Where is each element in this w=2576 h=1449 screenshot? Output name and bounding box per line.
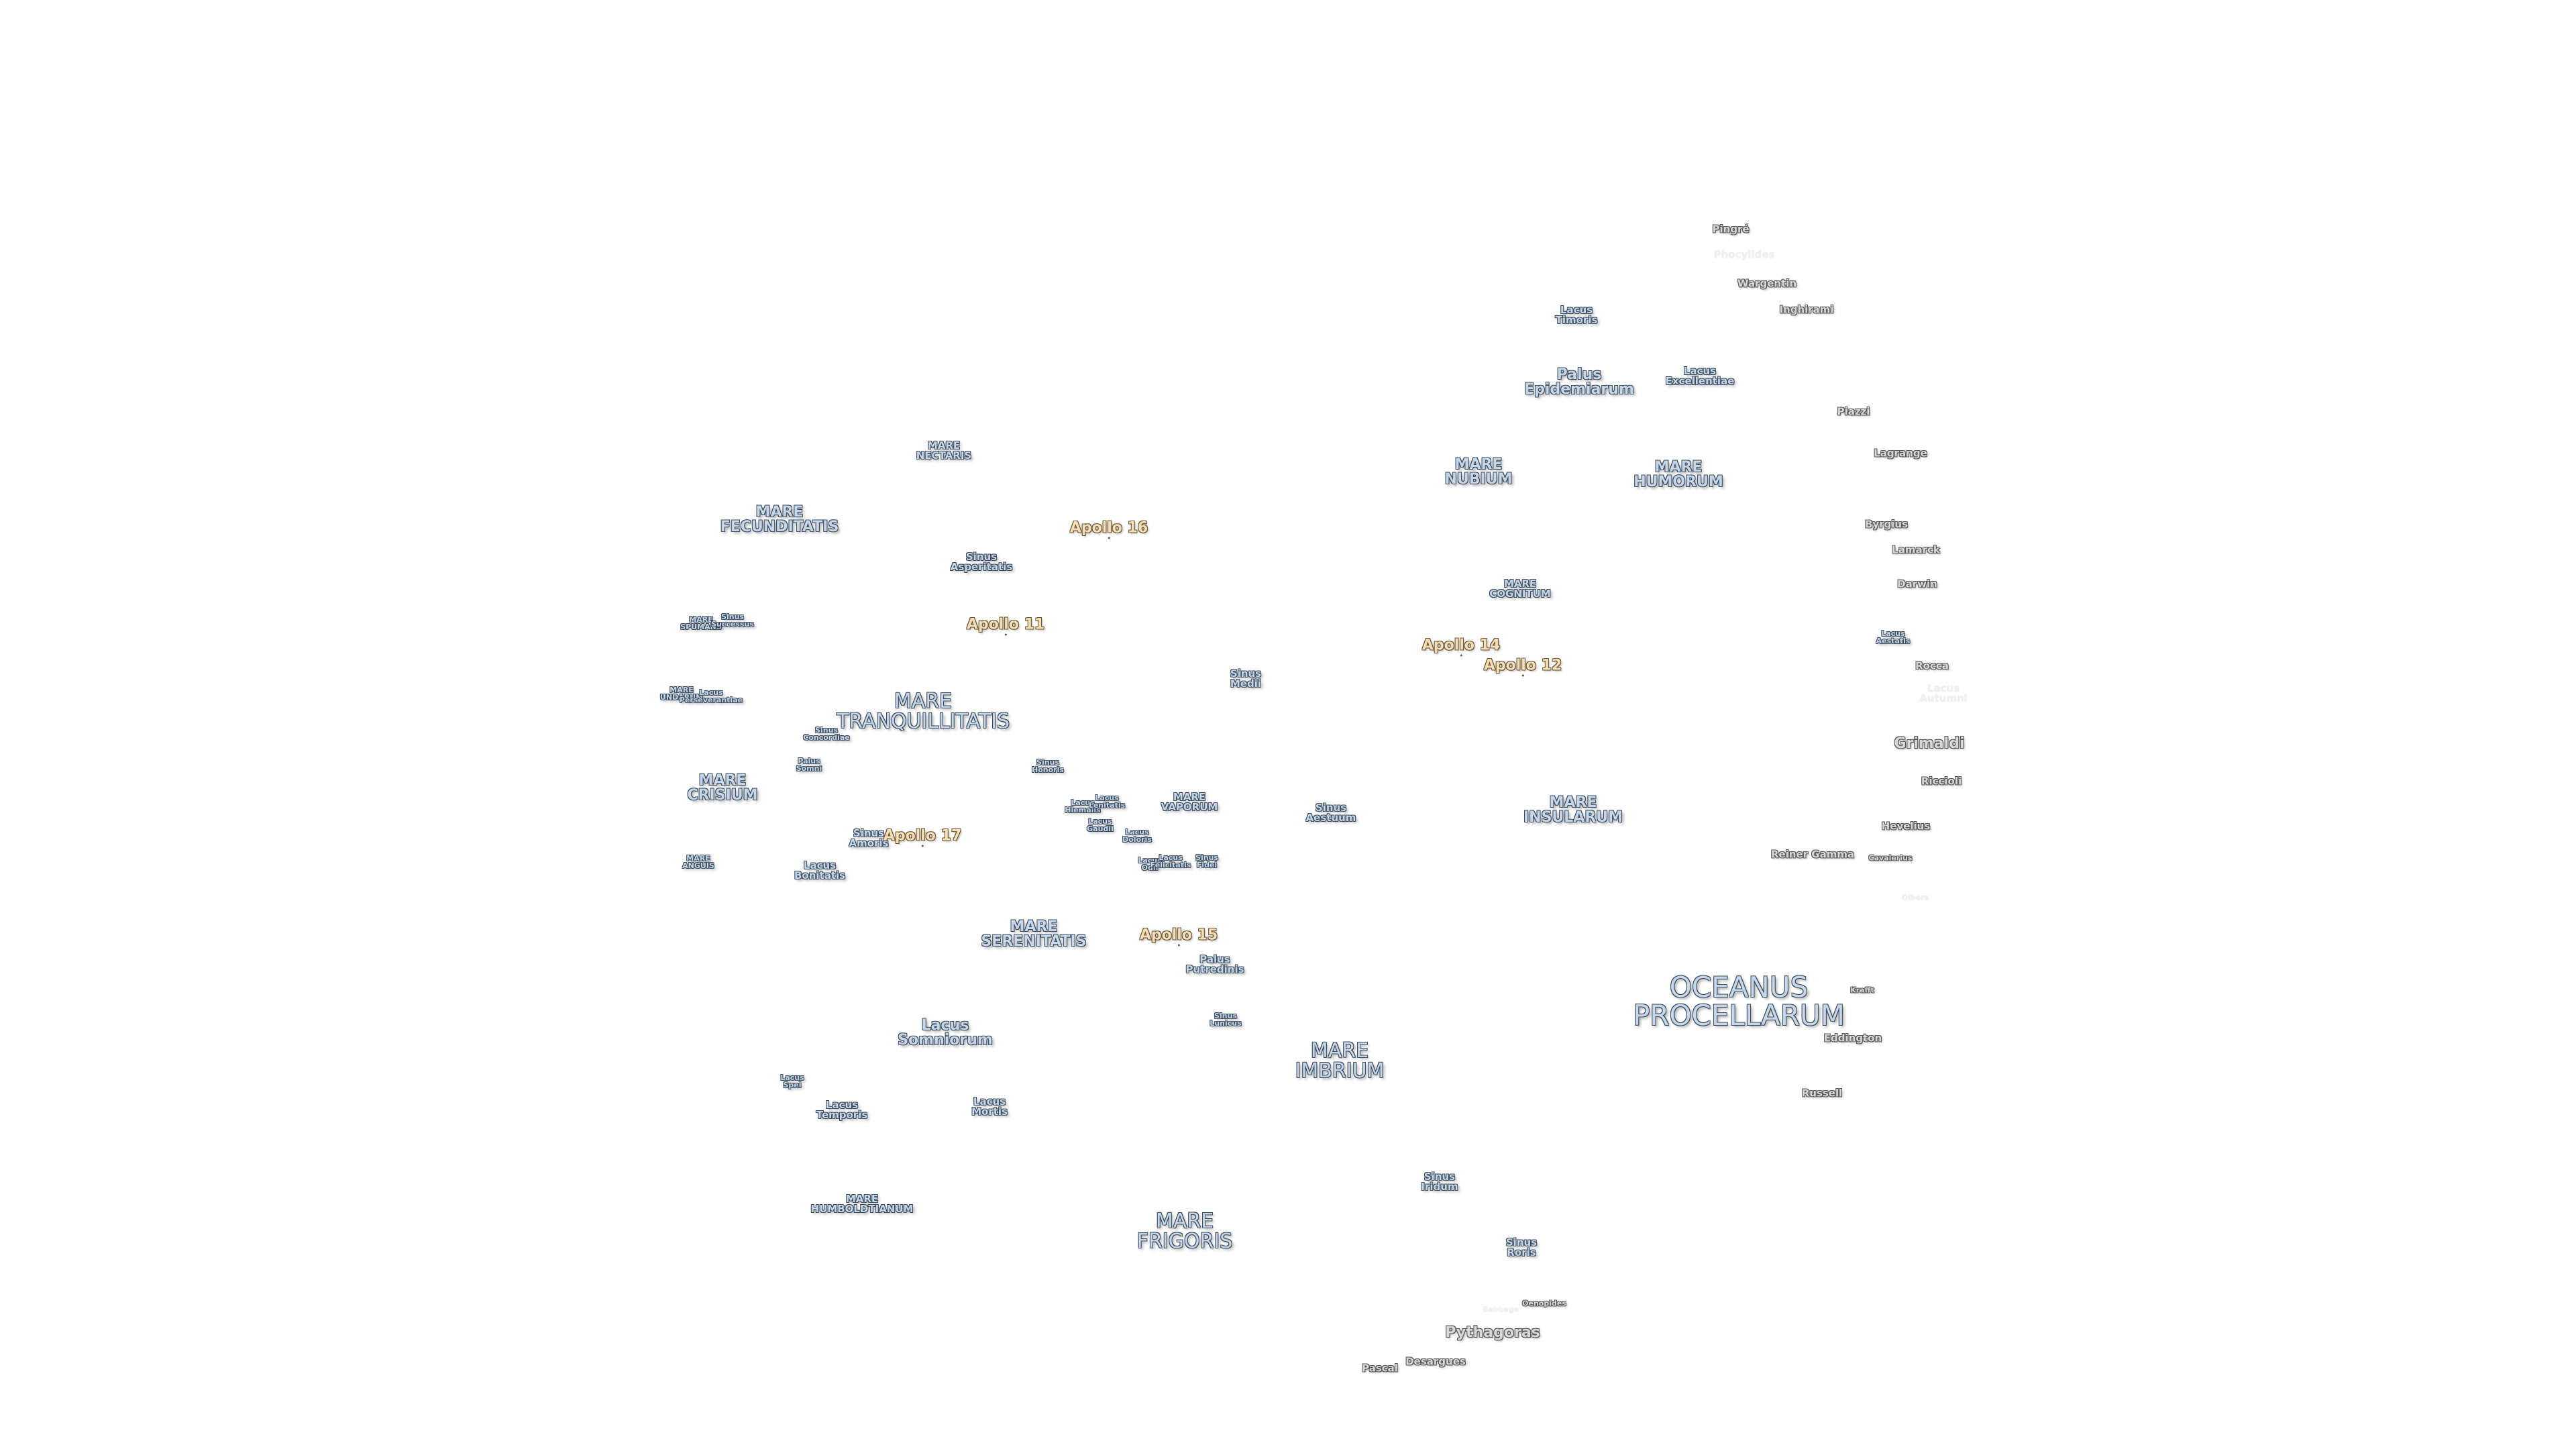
label-crater-oenopides: Oenopides [1522, 1299, 1566, 1308]
label-crater-wargentin: Wargentin [1737, 277, 1797, 290]
label-crater-darwin: Darwin [1897, 578, 1937, 590]
label-crater-riccioli: Riccioli [1921, 775, 1962, 788]
label-crater-byrgius: Byrgius [1864, 518, 1909, 531]
label-crater-russell: Russell [1801, 1087, 1843, 1099]
label-apollo-11: Apollo 11 [967, 617, 1044, 636]
label-crater-babbage: Babbage [1482, 1305, 1519, 1314]
label-apollo-16: Apollo 16 [1070, 521, 1148, 539]
label-apollo-12: Apollo 12 [1484, 658, 1562, 677]
label-crater-lamarck: Lamarck [1892, 543, 1940, 556]
label-crater-hevelius: Hevelius [1881, 820, 1931, 833]
label-crater-piazzi: Piazzi [1837, 405, 1870, 418]
label-apollo-15: Apollo 15 [1140, 928, 1218, 947]
label-crater-rocca: Rocca [1915, 659, 1949, 672]
label-crater-phocylides: Phocylides [1713, 248, 1775, 261]
label-crater-lagrange: Lagrange [1874, 447, 1927, 460]
label-crater-eddington: Eddington [1823, 1032, 1882, 1044]
label-crater-cavalerius: Cavalerius [1868, 853, 1913, 863]
label-crater-pingre: Pingré [1712, 223, 1750, 235]
label-crater-pythagoras: Pythagoras [1445, 1324, 1540, 1341]
label-crater-grimaldi: Grimaldi [1894, 735, 1965, 752]
label-crater-reiner-gamma: Reiner Gamma [1770, 848, 1855, 861]
label-crater-olbers: Olbers [1901, 893, 1929, 902]
label-apollo-14: Apollo 14 [1422, 638, 1500, 657]
label-crater-pascal: Pascal [1362, 1362, 1398, 1375]
label-crater-krafft: Krafft [1850, 985, 1874, 995]
label-crater-desargues: Desargues [1405, 1355, 1466, 1368]
label-apollo-17: Apollo 17 [883, 828, 961, 847]
label-crater-inghirami: Inghirami [1779, 303, 1834, 316]
